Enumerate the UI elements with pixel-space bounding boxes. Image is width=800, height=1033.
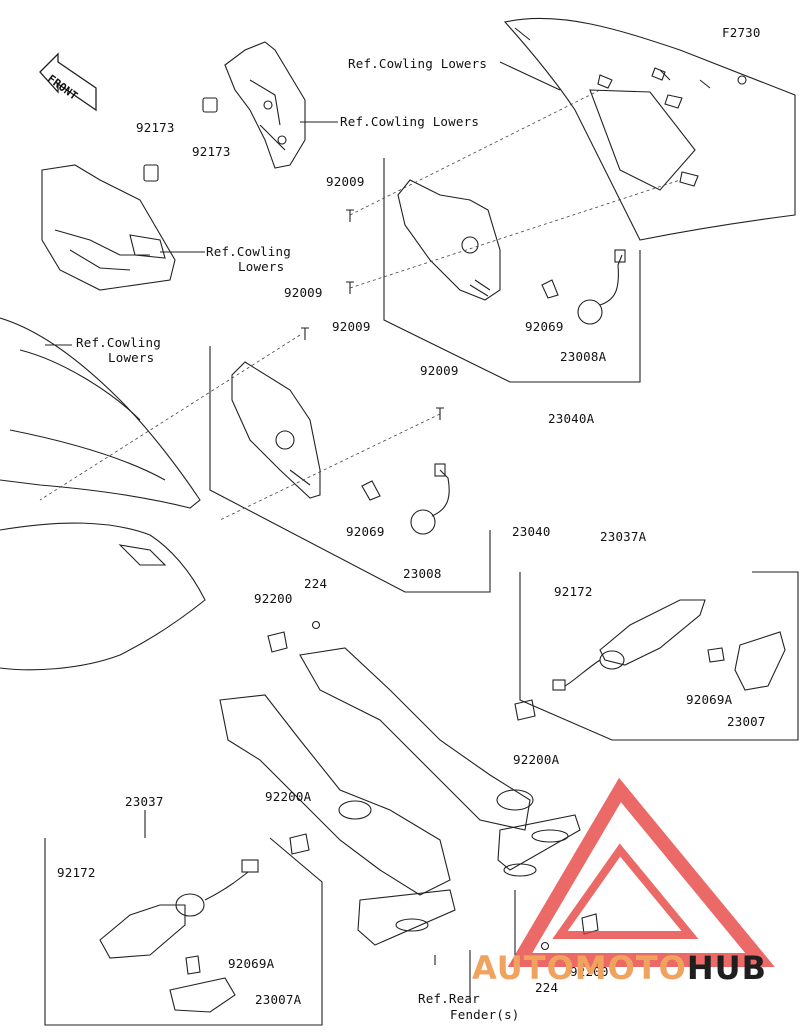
- left-fairing: [0, 317, 206, 671]
- front-arrow-icon: [39, 52, 97, 112]
- part-92069A-a: 92069A: [686, 692, 733, 707]
- part-23007A: 23007A: [255, 992, 302, 1007]
- ref-cowling-label-4b: Lowers: [108, 350, 155, 365]
- part-92069-b: 92069: [346, 524, 385, 539]
- part-92200A-a: 92200A: [513, 752, 560, 767]
- bracket-box-23037A: [519, 571, 799, 741]
- clip-92173-left-icon: [143, 164, 159, 182]
- rear-fender-left: [219, 694, 456, 946]
- clip-92200-icons: [267, 631, 599, 935]
- part-92200A-b: 92200A: [265, 789, 312, 804]
- front-turn-signal-lower: [231, 361, 321, 499]
- part-23037A: 23037A: [600, 529, 647, 544]
- part-92069A-b: 92069A: [228, 956, 275, 971]
- clip-92173-top-icon: [202, 97, 218, 113]
- rear-fender-right: [299, 647, 581, 877]
- diagram-id: F2730: [722, 25, 761, 40]
- nut-224-icons: [311, 620, 550, 951]
- part-23007: 23007: [727, 714, 766, 729]
- part-23037: 23037: [125, 794, 164, 809]
- socket-23008-icon: [410, 463, 450, 535]
- part-92172-b: 92172: [57, 865, 96, 880]
- screw-92009-icons: [301, 209, 444, 420]
- part-92173-b: 92173: [192, 144, 231, 159]
- bracket-box-23037: [44, 810, 323, 1026]
- part-92172-a: 92172: [554, 584, 593, 599]
- watermark-part2: HUB: [686, 949, 768, 987]
- part-23040A: 23040A: [548, 411, 595, 426]
- part-92173-a: 92173: [136, 120, 175, 135]
- ref-cowling-label-4a: Ref.Cowling: [76, 335, 161, 350]
- rear-turn-signal-left: [99, 859, 259, 1013]
- part-92009-b: 92009: [332, 319, 371, 334]
- ref-cowling-label-3a: Ref.Cowling: [206, 244, 291, 259]
- part-92009-d: 92009: [420, 363, 459, 378]
- part-224-b: 224: [535, 980, 559, 995]
- upper-cowling-panel: [503, 17, 796, 241]
- bracket-box-23040A: [383, 158, 641, 383]
- inner-cowling-panel: [41, 164, 176, 291]
- ref-cowling-label-3b: Lowers: [238, 259, 285, 274]
- part-92009-c: 92009: [284, 285, 323, 300]
- ref-cowling-label-1: Ref.Cowling Lowers: [348, 56, 488, 71]
- bracket-box-23040: [209, 346, 491, 593]
- part-224-a: 224: [304, 576, 328, 591]
- part-23008A: 23008A: [560, 349, 607, 364]
- watermark-text: AUTOMOTOHUB: [472, 952, 767, 984]
- bulb-92069-upper-icon: [541, 279, 559, 299]
- part-23040: 23040: [512, 524, 551, 539]
- part-23008: 23008: [403, 566, 442, 581]
- bulb-92069-lower-icon: [361, 480, 381, 501]
- ref-cowling-label-2: Ref.Cowling Lowers: [340, 114, 480, 129]
- part-92200-a: 92200: [254, 591, 293, 606]
- part-92009-a: 92009: [326, 174, 365, 189]
- part-92069-a: 92069: [525, 319, 564, 334]
- front-turn-signal-upper: [397, 179, 501, 301]
- rear-turn-signal-right: [552, 599, 786, 691]
- watermark-logo-icon: [507, 777, 775, 967]
- watermark-part1: AUTOMOTO: [472, 949, 687, 987]
- upper-bracket: [224, 41, 306, 169]
- socket-23008A-icon: [577, 249, 626, 325]
- ref-rear-label-a: Ref.Rear: [418, 991, 480, 1006]
- ref-rear-label-b: Fender(s): [450, 1007, 520, 1022]
- part-92200-b: 92200: [570, 964, 609, 979]
